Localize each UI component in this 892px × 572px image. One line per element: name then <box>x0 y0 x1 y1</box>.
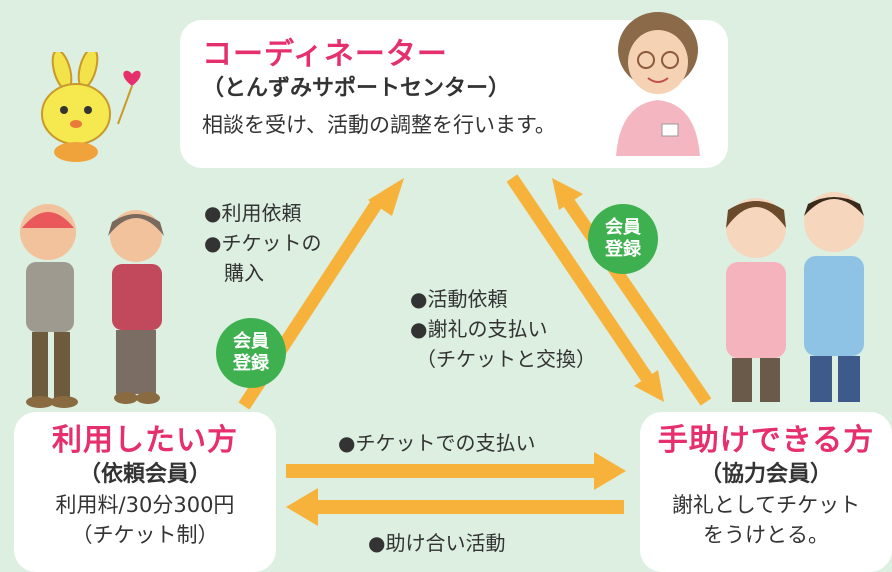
arrowhead-helper-to-coordinator <box>552 178 583 210</box>
arrowhead-user-to-helper <box>594 452 626 490</box>
helper-title: 手助けできる方 <box>657 423 875 458</box>
flow-user-to-helper-label: ●チケットでの支払い <box>338 431 536 455</box>
elderly-couple-icon <box>20 204 164 408</box>
badge-line: 登録 <box>605 239 641 260</box>
user-fee: 利用料/30分300円 <box>55 493 235 517</box>
helper-line1: 謝礼としてチケット <box>671 493 861 517</box>
helpers-couple-icon <box>726 192 864 402</box>
arrowhead-user-to-coordinator <box>368 178 404 216</box>
flow-coord-to-helper-labels: ●活動依頼 ●謝礼の支払い （チケットと交換） <box>410 284 596 374</box>
flow-label: ●謝礼の支払い <box>410 317 548 341</box>
flow-helper-to-user-label: ●助け合い活動 <box>368 531 506 555</box>
member-registration-badge-left: 会員 登録 <box>216 318 286 388</box>
coordinator-subtitle: （とんずみサポートセンター） <box>202 76 511 101</box>
flow-user-to-coord-labels: ●利用依頼 ●チケットの 購入 <box>204 198 321 288</box>
flow-label: ●利用依頼 <box>204 201 302 225</box>
user-subtitle: （依頼会員） <box>78 462 211 487</box>
helper-subtitle: （協力会員） <box>699 462 832 487</box>
flow-label: ●活動依頼 <box>410 287 508 311</box>
arrowhead-coordinator-to-helper <box>634 370 664 402</box>
badge-line: 会員 <box>605 217 641 238</box>
helper-line2: をうけとる。 <box>703 523 829 547</box>
user-title: 利用したい方 <box>52 423 238 458</box>
arrow-helper-to-user <box>316 500 624 514</box>
arrow-coordinator-to-helper <box>506 174 653 382</box>
flow-label: 購入 <box>204 261 264 285</box>
arrow-user-to-helper <box>286 464 596 478</box>
badge-line: 登録 <box>233 353 269 374</box>
coordinator-description: 相談を受け、活動の調整を行います。 <box>202 113 556 137</box>
coordinator-title: コーディネーター <box>202 37 448 72</box>
member-registration-badge-right: 会員 登録 <box>588 204 658 274</box>
coordinator-woman-icon <box>616 12 700 156</box>
badge-line: 会員 <box>233 331 269 352</box>
user-note: （チケット制） <box>71 523 219 547</box>
user-box: 利用したい方 （依頼会員） 利用料/30分300円 （チケット制） <box>14 412 276 572</box>
helper-box: 手助けできる方 （協力会員） 謝礼としてチケット をうけとる。 <box>640 412 892 572</box>
flow-label: （チケットと交換） <box>416 347 596 371</box>
mascot-rabbit-icon <box>41 52 141 162</box>
arrowhead-helper-to-user <box>286 488 318 526</box>
flow-label: ●チケットの <box>204 231 322 255</box>
